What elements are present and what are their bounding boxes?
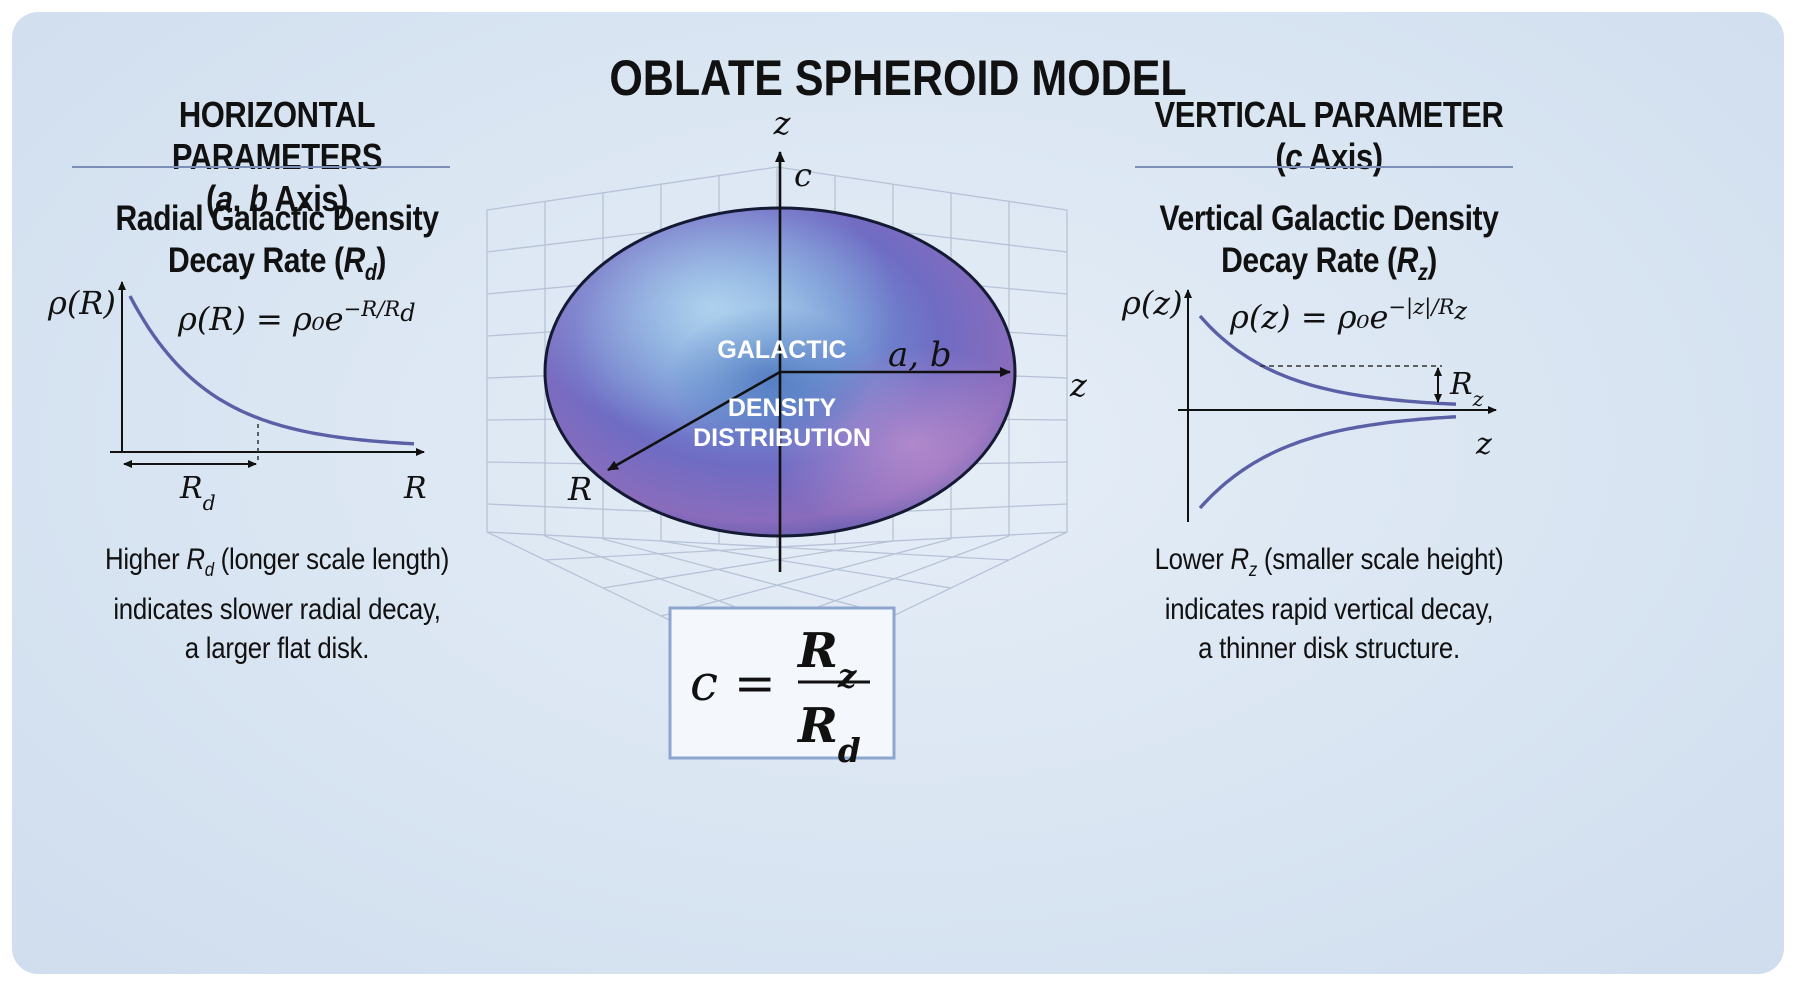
right-subtitle: Vertical Galactic Density Decay Rate (Rz… xyxy=(1104,198,1554,293)
r-axis-arrow xyxy=(607,370,781,472)
right-header-line2: (c Axis) xyxy=(1275,136,1383,177)
left-subtitle-line1: Radial Galactic Density xyxy=(115,199,439,238)
vertical-decay-curve-lower xyxy=(1198,415,1457,510)
radial-decay-curve xyxy=(128,295,415,446)
left-note-line1: Higher Rd (longer scale length) xyxy=(104,543,450,581)
left-note-line2: indicates slower radial decay, xyxy=(113,593,441,626)
axis-z-top-label: z xyxy=(773,104,792,142)
ratio-formula-lhs: c = xyxy=(690,654,776,712)
svg-text:Rz: Rz xyxy=(796,623,858,695)
ratio-formula-denominator: Rd xyxy=(796,698,861,770)
vertical-decay-curve-upper xyxy=(1198,314,1457,406)
galactic-density-label: GALACTIC DENSITY DISTRIBUTION xyxy=(693,336,871,452)
right-header: VERTICAL PARAMETER (c Axis) xyxy=(1104,94,1554,178)
center-label-line2: DENSITY xyxy=(728,394,837,422)
vertical-decay-plot: ρ(z) z Rz ρ(z) = ρ₀e−|z|/Rz xyxy=(1121,284,1497,522)
right-y-label: ρ(z) xyxy=(1121,284,1183,322)
right-note-line3: a thinner disk structure. xyxy=(1198,632,1460,665)
right-header-line1: VERTICAL PARAMETER xyxy=(1154,94,1504,135)
diagram-card: OBLATE SPHEROID MODEL HORIZONTAL PARAMET… xyxy=(12,12,1784,974)
axis-ab-label: a, b xyxy=(888,335,952,375)
left-note-line3: a larger flat disk. xyxy=(184,632,370,665)
center-label-line3: DISTRIBUTION xyxy=(693,424,871,452)
ratio-formula-numerator: Rz xyxy=(796,623,858,695)
right-note-line1: Lower Rz (smaller scale height) xyxy=(1154,543,1504,581)
left-divider xyxy=(72,166,450,168)
right-formula: ρ(z) = ρ₀e−|z|/Rz xyxy=(1229,294,1467,336)
right-scale-label: Rz xyxy=(1449,367,1484,411)
ratio-denominator-text: R xyxy=(796,698,838,754)
axis-r-label: R xyxy=(567,470,592,508)
left-subtitle-line2: Decay Rate (Rd) xyxy=(168,241,386,285)
left-scale-label: Rd xyxy=(179,471,216,515)
left-header: HORIZONTAL PARAMETERS (a, b Axis) xyxy=(42,94,512,220)
left-header-line1: HORIZONTAL PARAMETERS xyxy=(171,94,383,177)
left-formula: ρ(R) = ρ₀e−R/Rd xyxy=(177,296,416,338)
right-note: Lower Rz (smaller scale height) indicate… xyxy=(1104,540,1554,668)
ratio-numerator-text: R xyxy=(796,623,838,679)
left-x-label: R xyxy=(403,471,427,506)
diagram-canvas: z c a, b z R GALACTIC DENSITY DISTRIBUTI… xyxy=(47,104,1497,770)
ratio-formula-box: c = Rz Rd xyxy=(668,606,896,770)
diagram-title-text: OBLATE SPHEROID MODEL xyxy=(609,50,1187,106)
right-subtitle-line1: Vertical Galactic Density xyxy=(1159,199,1499,238)
svg-text:Rd: Rd xyxy=(796,698,861,770)
right-divider xyxy=(1135,166,1513,168)
left-header-line2: (a, b Axis) xyxy=(205,178,349,219)
radial-decay-plot: ρ(R) R Rd ρ(R) = ρ₀e−R/Rd xyxy=(47,281,427,515)
axis-z-right-label: z xyxy=(1069,366,1088,404)
center-label-line1: GALACTIC xyxy=(717,336,846,364)
diagram-title: OBLATE SPHEROID MODEL xyxy=(12,48,1784,108)
right-x-label: z xyxy=(1475,427,1492,462)
axis-c-label: c xyxy=(794,156,812,194)
right-subtitle-line2: Decay Rate (Rz) xyxy=(1221,241,1437,285)
right-note-line2: indicates rapid vertical decay, xyxy=(1164,593,1494,626)
left-subtitle: Radial Galactic Density Decay Rate (Rd) xyxy=(42,198,512,293)
left-note: Higher Rd (longer scale length) indicate… xyxy=(42,540,512,668)
left-y-label: ρ(R) xyxy=(47,284,116,322)
spheroid-axes: z c a, b z R xyxy=(567,104,1088,572)
